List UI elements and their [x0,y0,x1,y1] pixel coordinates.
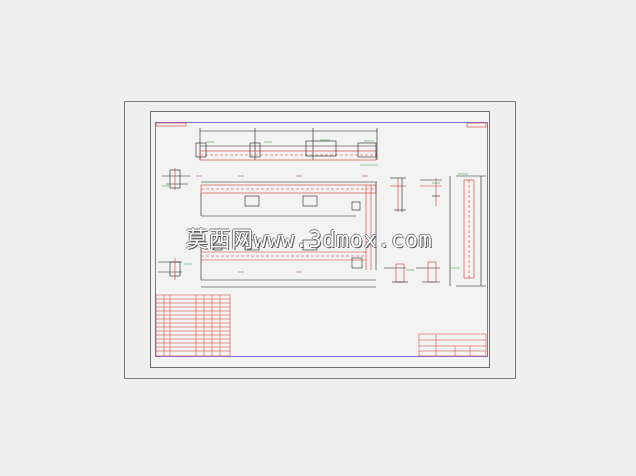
column-elevation [449,173,486,287]
outer-sheet-border [124,101,516,379]
section-detail-b [420,178,442,206]
section-detail-d [406,261,440,283]
inner-sheet-border [150,111,490,368]
frame-label-box-left [155,122,187,127]
section-detail-c [384,263,408,283]
frame-label-box-right [466,122,487,128]
top-elevation-view [195,128,378,166]
material-table [155,294,231,357]
left-section-detail-top [162,168,190,190]
title-block [418,333,487,357]
watermark-text: 莫西网www.3dmox.com [186,228,433,253]
main-plan-view [184,175,377,288]
section-detail-a [390,177,406,212]
drawing-frame [155,122,488,357]
left-section-detail-bottom [158,258,182,280]
